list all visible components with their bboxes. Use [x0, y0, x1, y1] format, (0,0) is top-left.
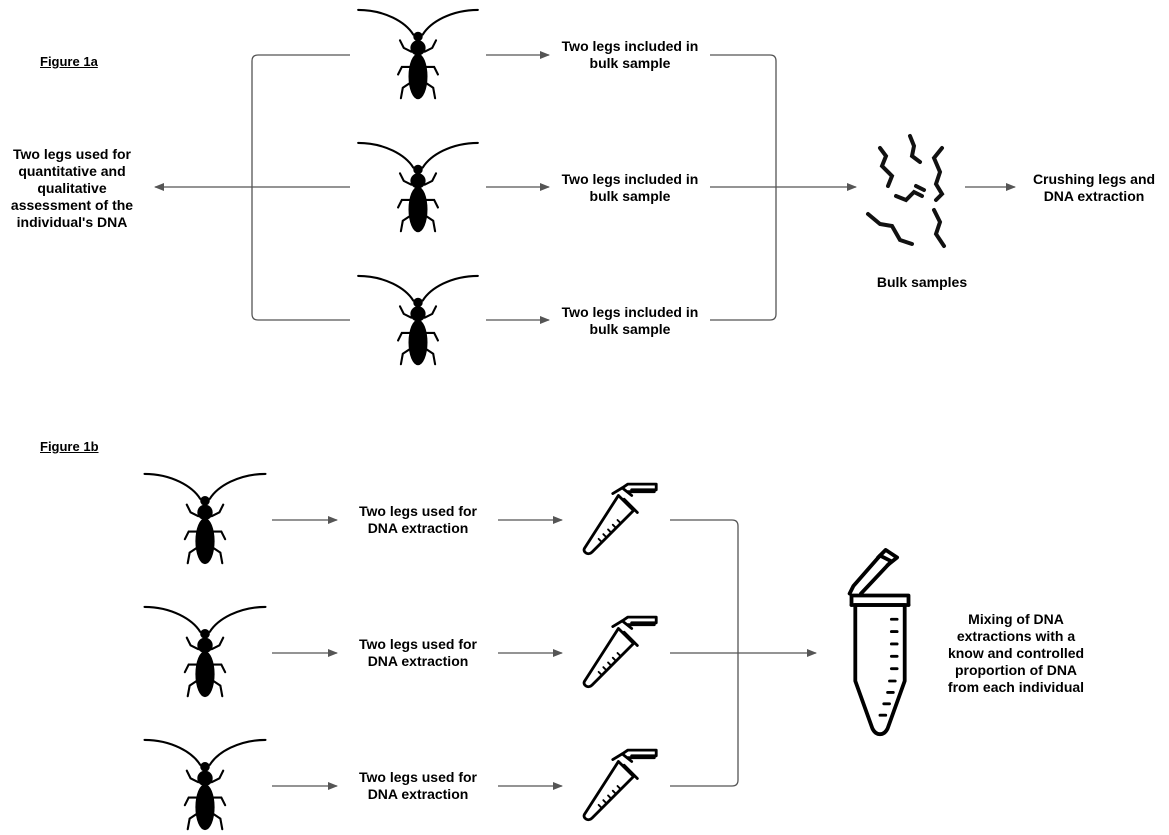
- beetle-icon: [143, 738, 267, 832]
- beetle-icon: [143, 605, 267, 699]
- bulk-label-2: Two legs included in bulk sample: [561, 171, 699, 204]
- left-bracket: [251, 54, 350, 321]
- extraction-label-1: Two legs used for DNA extraction: [359, 503, 477, 536]
- figure-1a-label: Figure 1a: [40, 54, 98, 69]
- final-step: Crushing legs and DNA extraction: [1032, 171, 1156, 204]
- beetle-icon: [357, 8, 479, 101]
- beetle-icon: [357, 274, 479, 367]
- legs-icon: [866, 134, 946, 248]
- right-bracket: [710, 54, 777, 321]
- large-tube-icon: [847, 547, 911, 737]
- bulk-label-3: Two legs included in bulk sample: [561, 304, 699, 337]
- bulk-label-1: Two legs included in bulk sample: [561, 38, 699, 71]
- tube-icon: [582, 748, 658, 822]
- tube-icon: [582, 482, 658, 556]
- beetle-icon: [143, 472, 267, 566]
- mixing-note: Mixing of DNA extractions with a know an…: [947, 611, 1085, 695]
- merge-bracket: [670, 519, 739, 787]
- tube-icon: [582, 615, 658, 689]
- extraction-label-2: Two legs used for DNA extraction: [359, 636, 477, 669]
- left-note: Two legs used for quantitative and quali…: [10, 146, 134, 230]
- beetle-icon: [357, 141, 479, 234]
- extraction-label-3: Two legs used for DNA extraction: [359, 769, 477, 802]
- figure-1b-label: Figure 1b: [40, 439, 99, 454]
- bulk-caption: Bulk samples: [876, 274, 968, 290]
